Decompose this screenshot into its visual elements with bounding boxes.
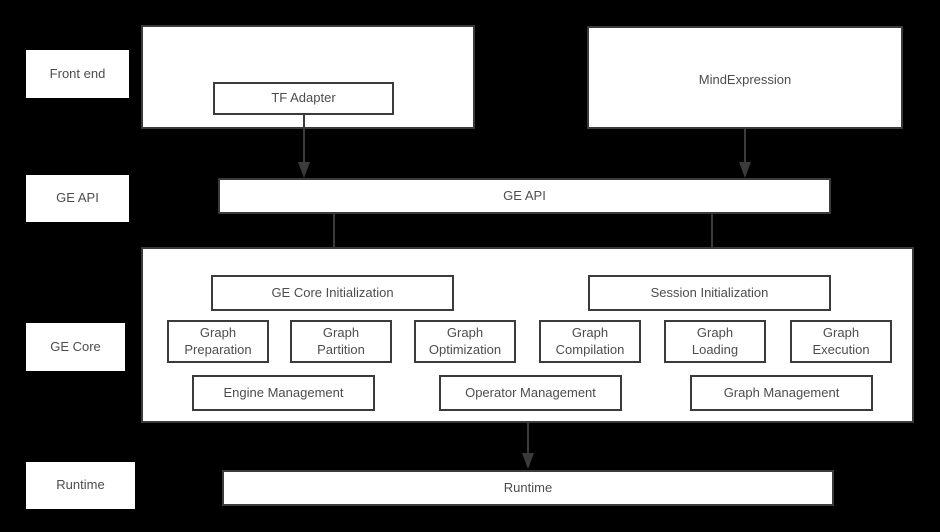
graph-partition-box[interactable]: Graph Partition [290, 320, 392, 363]
arrow-tf-adapter-to-ge-api [296, 114, 312, 180]
mindexpression-title: MindExpression [698, 72, 792, 87]
tf-adapter-box[interactable]: TF Adapter [213, 82, 394, 115]
graph-preparation-box[interactable]: Graph Preparation [167, 320, 269, 363]
mindexpression-container[interactable]: MindExpression [587, 26, 903, 129]
graph-execution-box[interactable]: Graph Execution [790, 320, 892, 363]
arrow-mindexpression-to-ge-api [737, 128, 753, 180]
operator-management-box[interactable]: Operator Management [439, 375, 622, 411]
session-initialization-box[interactable]: Session Initialization [588, 275, 831, 311]
graph-compilation-box[interactable]: Graph Compilation [539, 320, 641, 363]
arrow-ge-core-to-runtime [520, 423, 536, 471]
layer-label-ge-api: GE API [26, 175, 129, 222]
layer-label-front-end: Front end [26, 50, 129, 98]
layer-label-ge-core: GE Core [26, 323, 125, 371]
graph-optimization-box[interactable]: Graph Optimization [414, 320, 516, 363]
engine-management-box[interactable]: Engine Management [192, 375, 375, 411]
graph-management-box[interactable]: Graph Management [690, 375, 873, 411]
ge-core-initialization-box[interactable]: GE Core Initialization [211, 275, 454, 311]
graph-loading-box[interactable]: Graph Loading [664, 320, 766, 363]
layer-label-runtime: Runtime [26, 462, 135, 509]
ge-api-bar[interactable]: GE API [218, 178, 831, 214]
runtime-bar[interactable]: Runtime [222, 470, 834, 506]
